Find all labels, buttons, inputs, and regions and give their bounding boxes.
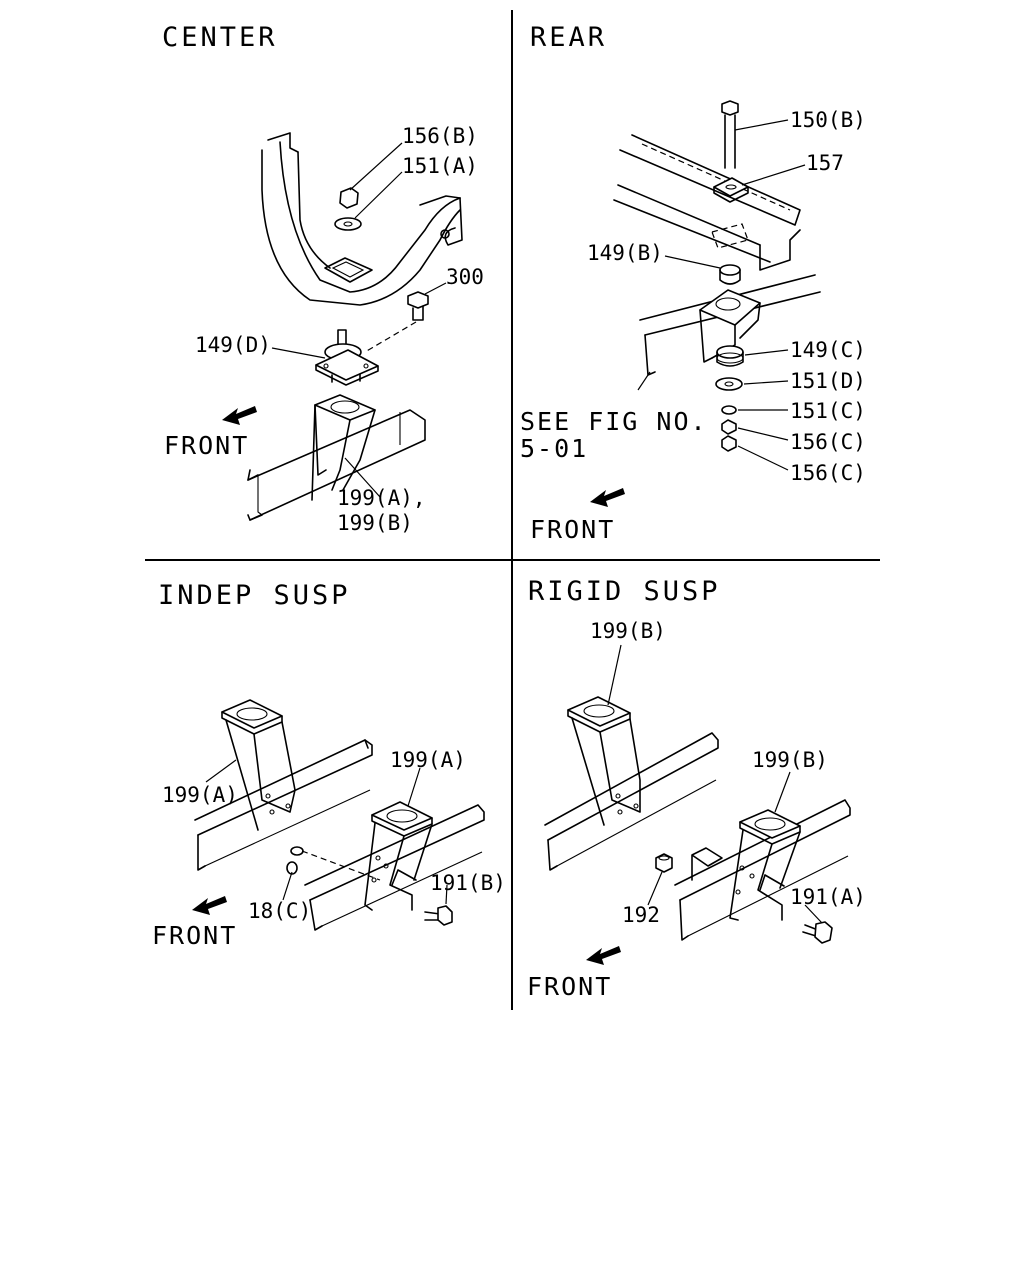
center-crossmember [261,132,463,306]
indep-bolt-191b [424,905,453,926]
label-149d: 149(D) [195,333,271,357]
indep-section: INDEP SUSP [152,580,506,950]
rigid-nut-192 [655,853,673,873]
center-bolt-300 [364,291,429,353]
rear-see-fig-line1: SEE FIG NO. [520,407,708,436]
label-199b: 199(B) [337,511,413,535]
label-156b: 156(B) [402,124,478,148]
rigid-front-arrow-icon [586,946,621,965]
rigid-bracket-lower [729,809,801,921]
indep-clip-18c [286,846,381,881]
label-300: 300 [446,265,484,289]
rear-see-fig-line2: 5-01 [520,434,588,463]
label-157: 157 [806,151,844,175]
center-front-label: FRONT [164,431,249,460]
rear-front-arrow-icon [590,488,625,507]
center-section: CENTER [162,22,484,535]
center-title: CENTER [162,22,278,53]
label-149b: 149(B) [587,241,663,265]
rear-front-label: FRONT [530,515,615,544]
label-18c: 18(C) [248,899,311,923]
indep-frame-rail-upper [194,739,373,871]
label-199b-lower: 199(B) [752,748,828,772]
center-mount-149d [315,329,379,386]
label-149c: 149(C) [790,338,866,362]
center-front-arrow-icon [222,406,257,425]
label-191a: 191(A) [790,885,866,909]
indep-title: INDEP SUSP [158,580,351,611]
indep-front-arrow-icon [192,896,227,915]
rear-section: REAR [520,22,866,544]
indep-frame-rail-lower [304,804,485,931]
indep-front-label: FRONT [152,921,237,950]
rigid-bolt-191a [802,921,833,944]
label-192: 192 [622,903,660,927]
rear-plate-157 [713,177,749,203]
rigid-frame-rail-upper [544,732,719,871]
rigid-title: RIGID SUSP [528,576,721,607]
label-156c-2: 156(C) [790,461,866,485]
indep-bracket-lower [364,801,433,911]
rigid-section: RIGID SUSP [527,576,866,1001]
label-150b: 150(B) [790,108,866,132]
rear-bolt-150b [721,100,739,169]
rear-body-member [613,134,801,271]
label-199b-upper: 199(B) [590,619,666,643]
center-frame-rail [247,409,426,521]
label-191b: 191(B) [430,871,506,895]
label-199a-upper: 199(A) [162,783,238,807]
rear-title: REAR [530,22,607,53]
label-199a-lower: 199(A) [390,748,466,772]
rear-cushion-149b [719,264,741,285]
label-151c: 151(C) [790,399,866,423]
rigid-bracket-upper [567,696,641,826]
label-151d: 151(D) [790,369,866,393]
rear-fastener-stack [715,345,744,452]
rigid-front-label: FRONT [527,972,612,1001]
center-nut-washer [334,187,362,231]
label-151a: 151(A) [402,154,478,178]
label-199a: 199(A), [337,486,426,510]
quadrant-dividers [145,10,880,1010]
indep-bracket-upper [221,699,296,831]
label-156c-1: 156(C) [790,430,866,454]
